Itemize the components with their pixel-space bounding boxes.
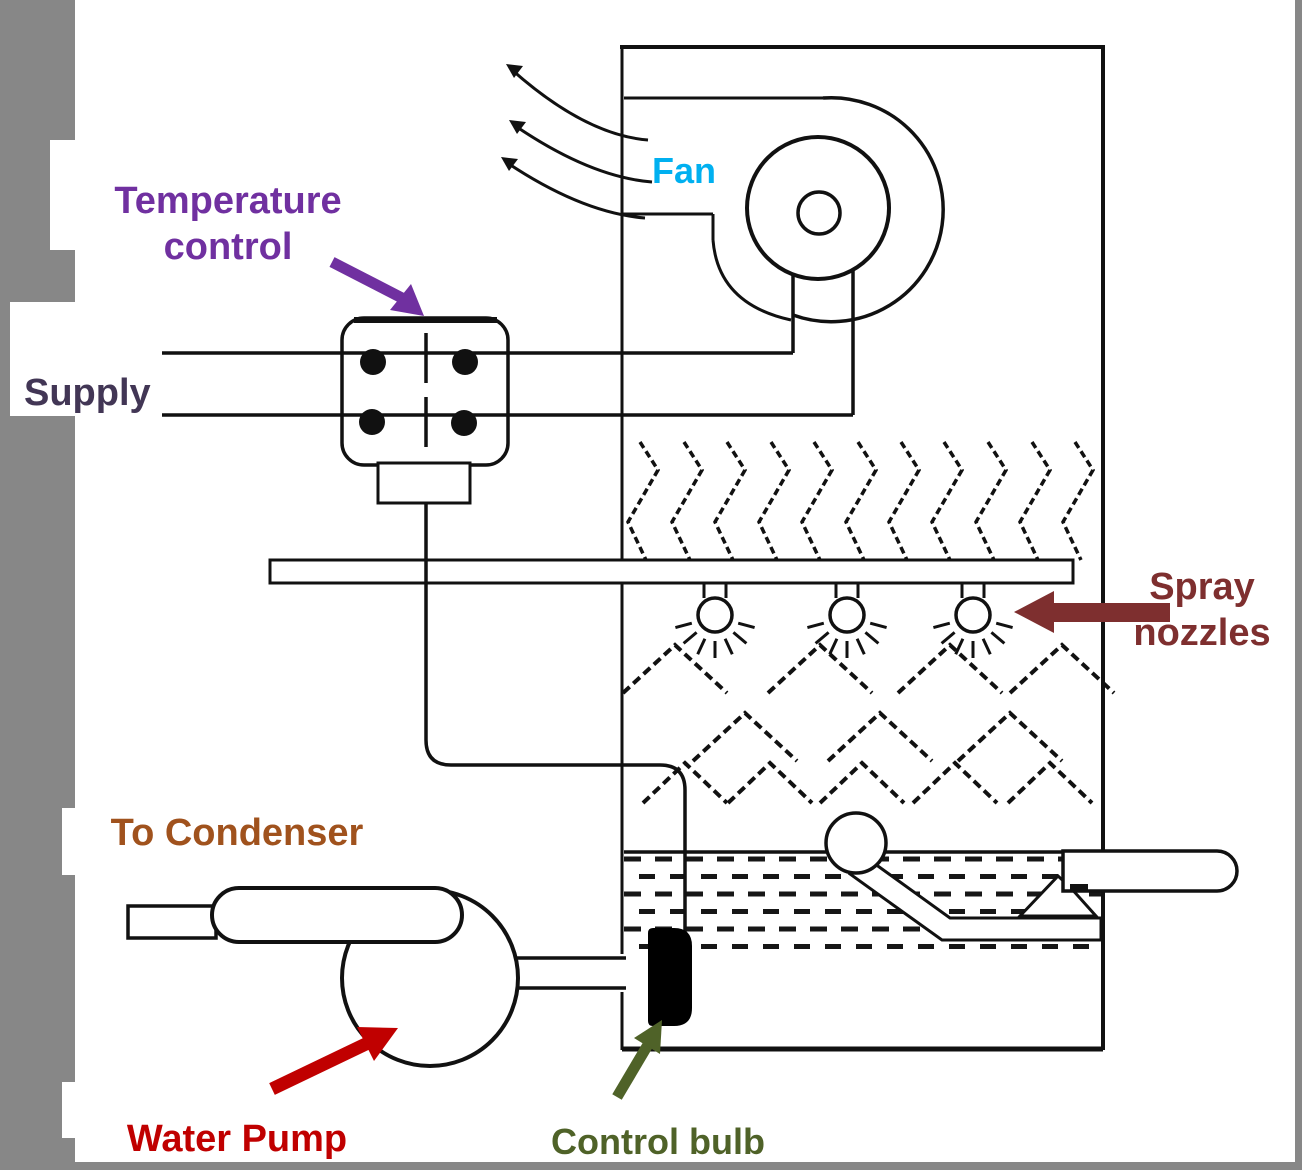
float-ball: [824, 811, 888, 875]
supply-lines: [162, 351, 853, 417]
right-gray-border: [1295, 0, 1302, 1170]
supply-label: Supply: [24, 372, 151, 414]
bottom-gray-border: [30, 1162, 1302, 1170]
thermostat-switch-line: [376, 333, 472, 505]
spray-nozzles-label: Spray nozzles: [1133, 564, 1270, 657]
spray-header-pipe: [268, 558, 1075, 585]
thermostat-terminals: [359, 349, 478, 436]
spray-nozzles-line2: nozzles: [1133, 612, 1271, 655]
control-bulb-label: Control bulb: [551, 1121, 765, 1162]
spray-nozzle: [931, 581, 1015, 660]
drift-eliminators: [626, 440, 1095, 562]
temperature-control-line1: Temperature: [114, 180, 342, 222]
fan-hub: [796, 190, 842, 236]
airflow-arrows: [501, 64, 653, 220]
left-gray-border: [0, 0, 78, 1170]
temperature-control-arrow: [329, 257, 424, 316]
coil-chevrons: [621, 643, 1116, 805]
makeup-water-pipe: [1061, 849, 1239, 893]
spray-nozzle: [673, 581, 757, 660]
fan-scroll: [622, 95, 945, 415]
fan-label: Fan: [652, 150, 717, 191]
pump-discharge-pipe: [210, 886, 464, 944]
spray-nozzles-line1: Spray: [1149, 566, 1255, 608]
water-pump-label: Water Pump: [126, 1118, 348, 1160]
water-pump-arrow: [269, 1027, 398, 1095]
temperature-control-line2: control: [163, 226, 293, 269]
to-condenser-label: To Condenser: [110, 812, 364, 854]
pump-suction-pipe: [517, 954, 628, 992]
spray-nozzles-arrow: [1014, 591, 1170, 633]
capillary-line: [424, 503, 687, 932]
control-bulb: [648, 928, 692, 1026]
pump-outlet-stub: [126, 904, 218, 940]
spray-nozzles: [673, 581, 1015, 660]
temperature-control-label: Temperature control: [114, 178, 341, 271]
control-bulb-arrow: [612, 1020, 662, 1100]
